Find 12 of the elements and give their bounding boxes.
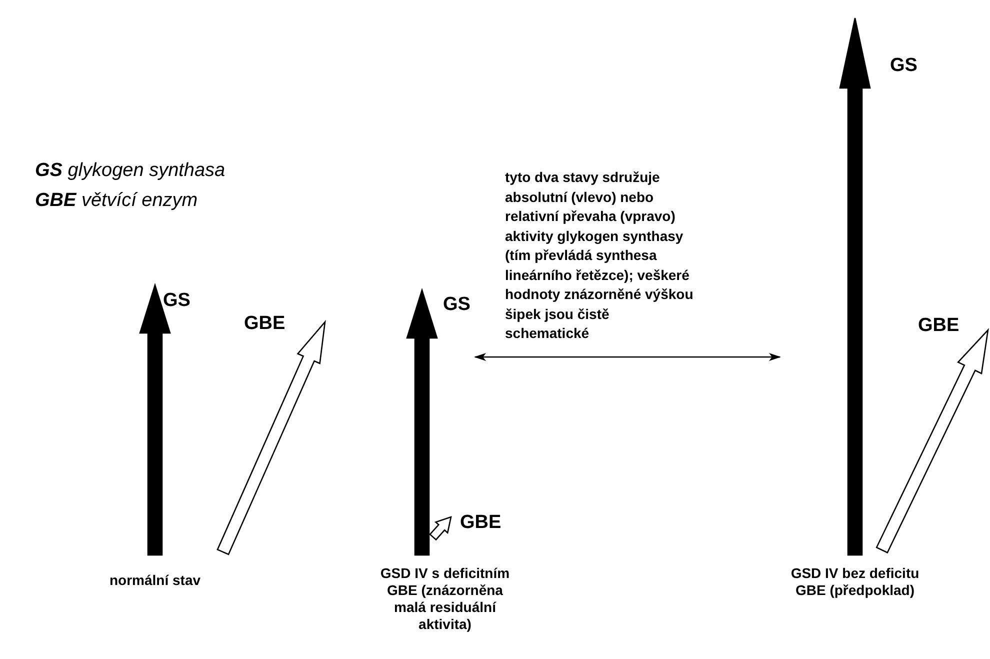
enzyme-label: GS	[443, 294, 470, 316]
abbreviation-note: GBE větvící enzym	[35, 190, 198, 212]
abbreviation-note: GS glykogen synthasa	[35, 160, 226, 182]
enzyme-label: GS	[890, 55, 918, 77]
enzyme-label: GBE	[244, 313, 286, 335]
enzyme-label: GBE	[918, 315, 960, 337]
double-arrow	[474, 353, 781, 361]
state-caption: GSD IV s deficitním GBE (znázorněna malá residuální aktivita)	[379, 565, 511, 633]
state-caption: GSD IV bez deficitu GBE (předpoklad)	[790, 565, 920, 599]
state-caption: normální stav	[108, 572, 202, 589]
enzyme-label: GBE	[460, 512, 502, 534]
enzyme-label: GS	[163, 290, 190, 312]
